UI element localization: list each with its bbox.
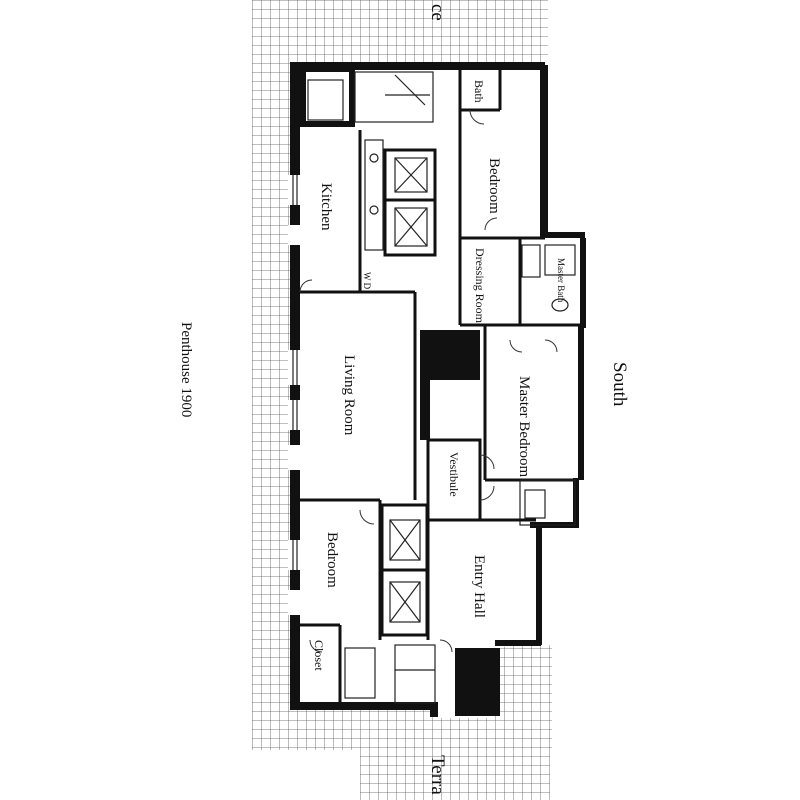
bath-label: Bath <box>472 80 486 103</box>
interior-base <box>300 65 585 718</box>
top-edge-text: ce <box>427 4 448 21</box>
plan-title: Penthouse 1900 <box>178 322 194 417</box>
terrace-north <box>252 0 548 62</box>
terrace-southeast <box>495 645 552 705</box>
wd-label: W D <box>362 272 372 290</box>
orientation-label: South <box>609 362 630 407</box>
entry-hall-label: Entry Hall <box>471 555 487 618</box>
kitchen-label: Kitchen <box>318 183 334 231</box>
dressing-room-label: Dressing Room <box>473 248 487 324</box>
bedroom-west-label: Bedroom <box>324 532 340 588</box>
elevators <box>389 157 428 623</box>
master-bath-label: Master Bath <box>556 258 566 303</box>
interior-walls <box>300 70 580 704</box>
bath-fixtures <box>344 244 576 699</box>
kitchen-counters <box>307 79 384 251</box>
closet-label: Closet <box>312 640 326 671</box>
terrace-south-b <box>360 745 550 800</box>
vestibule-label: Vestibule <box>447 452 461 497</box>
bedroom-east-label: Bedroom <box>486 158 502 214</box>
living-room-label: Living Room <box>341 355 357 436</box>
master-bedroom-label: Master Bedroom <box>516 376 532 478</box>
bottom-edge-text: Terra <box>427 755 448 795</box>
doors <box>299 109 558 653</box>
